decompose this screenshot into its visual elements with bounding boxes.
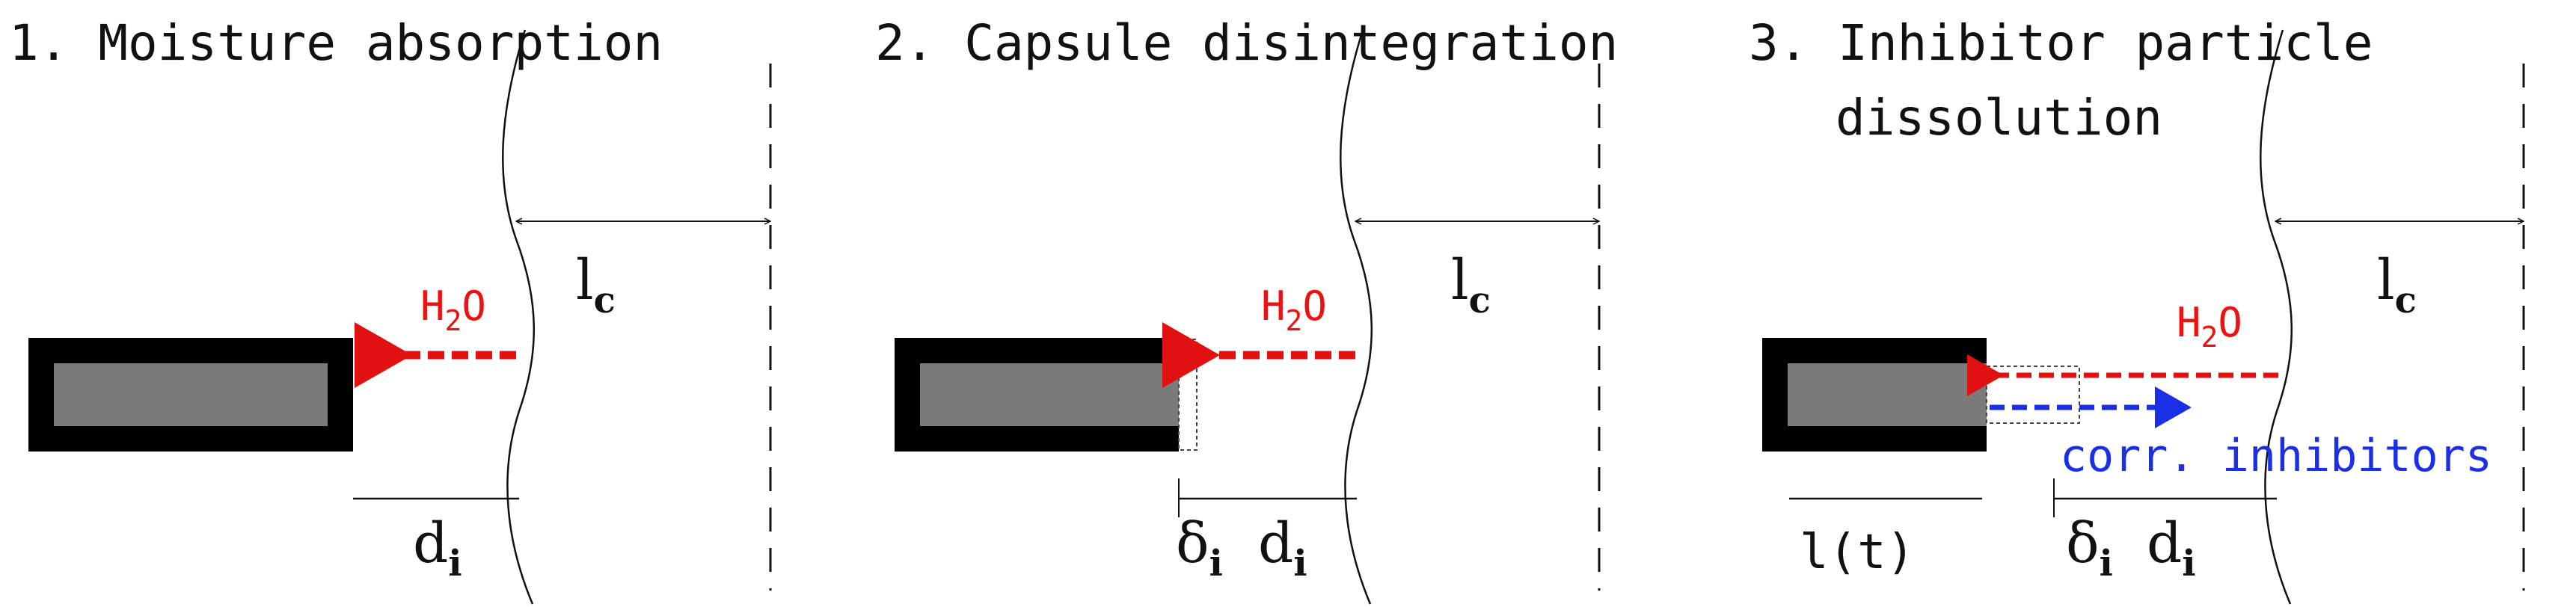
lt-label: l(t) [1800, 525, 1915, 580]
lc-label: lc [2377, 248, 2417, 321]
panel-title: 2. Capsule disintegration [875, 14, 1618, 72]
panel-capsule-disintegration: 2. Capsule disintegration lc H2O δi di [875, 14, 1618, 605]
di-label: di [2147, 511, 2196, 585]
crack-surface-line [1340, 29, 1373, 605]
water-label: H2O [420, 283, 486, 337]
panel-title: 1. Moisture absorption [9, 14, 663, 72]
inhibitor-core [1788, 363, 1987, 426]
inhibitors-label: corr. inhibitors [2060, 430, 2492, 482]
water-label: H2O [2177, 299, 2242, 354]
water-label: H2O [1261, 283, 1327, 337]
lc-label: lc [576, 248, 616, 321]
panel-moisture-absorption: 1. Moisture absorption lc H2O di [9, 14, 772, 605]
crack-surface-line [502, 29, 535, 605]
di-label: di [1258, 511, 1307, 585]
disintegrated-capsule-end [1178, 339, 1197, 451]
inhibitor-core [54, 363, 328, 426]
di-label: di [413, 511, 462, 585]
delta-label: δi [1176, 511, 1223, 585]
panel-title-line2: dissolution [1836, 89, 2162, 147]
panel-inhibitor-dissolution: 3. Inhibitor particle dissolution lc H2O… [1749, 14, 2525, 605]
inhibitor-core [920, 363, 1179, 426]
delta-label: δi [2066, 511, 2113, 585]
crack-surface-line [2260, 29, 2293, 605]
panel-title-line1: 3. Inhibitor particle [1749, 14, 2373, 72]
lc-label: lc [1451, 248, 1491, 321]
